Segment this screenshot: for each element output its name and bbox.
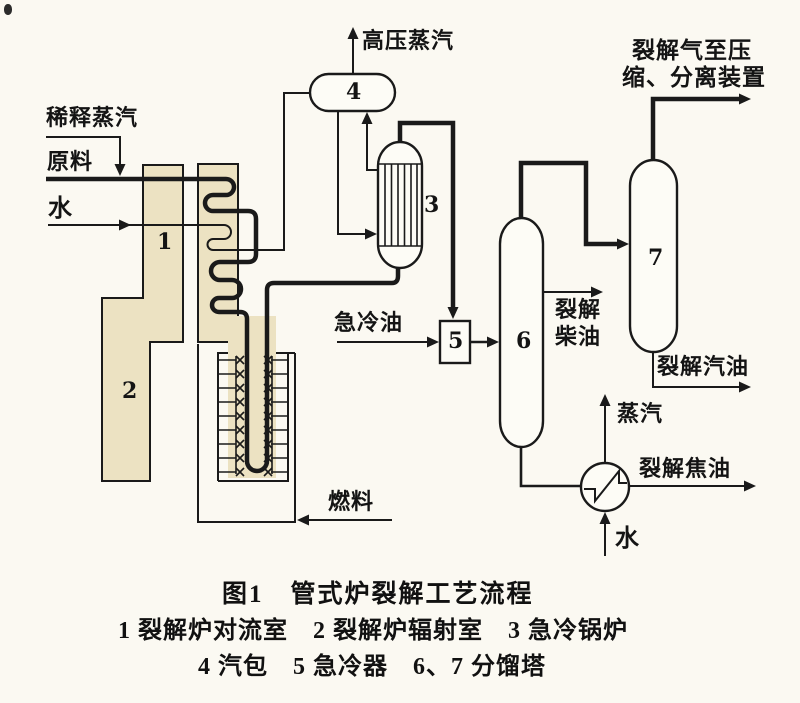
- arrow-into-tower7: [617, 238, 629, 250]
- arrow-oil-right: [427, 336, 439, 348]
- fractionator-7: [628, 158, 679, 354]
- quench-boiler-3: [376, 140, 424, 270]
- label-hp-steam: 高压蒸汽: [362, 28, 455, 53]
- equipment-number-4: 4: [346, 79, 362, 105]
- burners-right: [271, 359, 288, 473]
- equipment-number-2: 2: [122, 378, 138, 404]
- drum-riser-line: [366, 123, 380, 171]
- label-feed: 原料: [47, 149, 94, 174]
- fractionator-6-shell: [498, 216, 545, 449]
- quencher-shell: [438, 319, 472, 365]
- quencher-5: [438, 319, 472, 365]
- cracked-gasoline-line: [652, 352, 740, 388]
- gas-to-quencher-line: [397, 120, 456, 308]
- arrow-fuel-left: [297, 514, 309, 526]
- figure-legend-line2: 4 汽包 5 急冷器 6、7 分馏塔: [198, 654, 546, 680]
- fractionator-6: [498, 216, 545, 449]
- label-cracked-diesel-1: 裂解: [555, 297, 602, 322]
- label-cracked-diesel-2: 柴油: [555, 324, 602, 349]
- burners-left: [219, 359, 236, 473]
- arrow-gasoline-right: [739, 381, 751, 393]
- arrow-cracked-gas-right: [739, 93, 751, 105]
- convection-left-column: [101, 164, 184, 482]
- tower6-to-tower7-line: [518, 160, 618, 247]
- label-quench-oil: 急冷油: [334, 310, 404, 335]
- arrow-gas-down: [447, 307, 459, 319]
- equipment-number-5: 5: [448, 328, 464, 354]
- figure-title: 图1 管式炉裂解工艺流程: [222, 581, 534, 608]
- label-cracked-gasoline: 裂解汽油: [657, 354, 750, 379]
- arrow-dilution-down: [114, 164, 126, 176]
- label-water-furnace: 水: [48, 196, 73, 222]
- label-steam: 蒸汽: [617, 401, 664, 426]
- stream-lines: [46, 38, 745, 556]
- cracked-gas-line: [650, 96, 740, 160]
- dilution-steam-line: [46, 136, 121, 165]
- arrow-water-right: [119, 219, 131, 231]
- label-cracked-gas-1: 裂解气至压: [632, 38, 752, 63]
- arrow-into-tower6: [487, 336, 499, 348]
- label-fuel: 燃料: [328, 489, 375, 514]
- equipment-number-1: 1: [157, 229, 173, 255]
- label-water-cooler: 水: [615, 526, 640, 552]
- drum-downcomer-line: [337, 111, 366, 235]
- scan-speck: [4, 4, 12, 15]
- fractionator-7-shell: [628, 158, 679, 354]
- arrow-riser-up: [361, 112, 373, 124]
- arrow-downcomer-right: [365, 228, 377, 240]
- label-cracked-tar: 裂解焦油: [639, 456, 732, 481]
- arrow-cooler-water-up: [599, 512, 611, 524]
- steam-drum-4: [308, 72, 397, 113]
- equipment-number-3: 3: [424, 192, 440, 218]
- firebox-outer-casing: [197, 344, 296, 523]
- arrow-tar-right: [744, 480, 756, 492]
- arrow-hp-steam-up: [347, 27, 359, 39]
- cracking-coil: [46, 176, 401, 474]
- equipment-number-6: 6: [516, 328, 532, 354]
- water-coil-line: [48, 92, 311, 251]
- figure-legend-line1: 1 裂解炉对流室 2 裂解炉辐射室 3 急冷锅炉: [118, 618, 628, 644]
- label-cracked-gas-2: 缩、分离装置: [622, 65, 766, 90]
- heat-exchanger-zigzag: [584, 468, 627, 504]
- boiler-tubes: [384, 164, 418, 246]
- arrow-diesel-right: [591, 286, 603, 298]
- tar-cooler: [579, 461, 631, 513]
- equipment-number-7: 7: [648, 245, 664, 271]
- feed-coil-u-tube: [46, 176, 401, 474]
- arrow-steam-up: [599, 394, 611, 406]
- tower6-bottoms-line: [519, 447, 581, 488]
- flow-arrows: [114, 27, 756, 526]
- label-dilution-steam: 稀释蒸汽: [46, 105, 139, 130]
- steam-drum-shell: [308, 72, 397, 113]
- flame-marks-left: [235, 355, 245, 477]
